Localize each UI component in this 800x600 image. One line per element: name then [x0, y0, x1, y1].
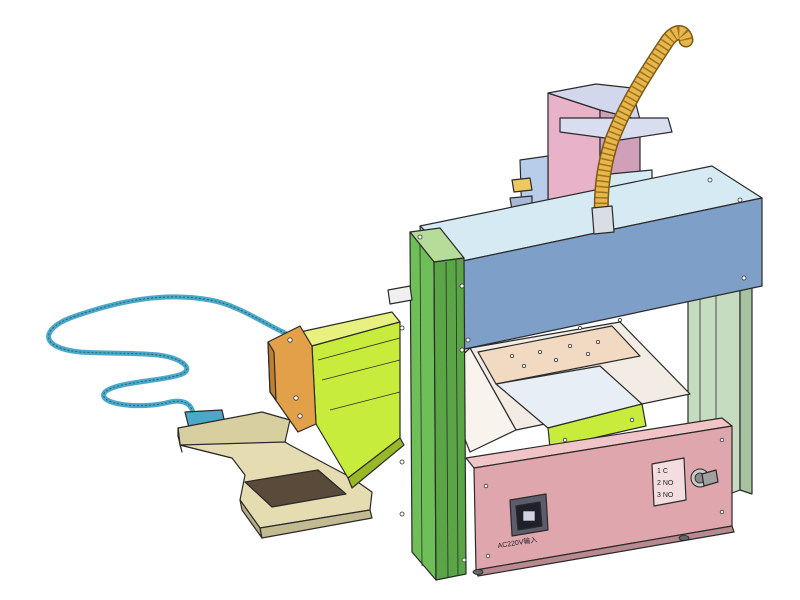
switch-label-3: 3 NO [657, 492, 674, 499]
front-control-panel [465, 417, 735, 577]
worktable [439, 321, 691, 453]
teach-pendant [177, 409, 373, 539]
switch-label-box [651, 457, 687, 507]
left-column [387, 227, 467, 581]
pendant-screen [244, 469, 347, 508]
x-axis-end-cap [267, 325, 317, 433]
power-inlet-socket [509, 493, 549, 537]
dispensing-hose [591, 25, 694, 235]
switch-label-1: 1 C [657, 468, 668, 475]
workpiece-fixture [547, 403, 647, 449]
selector-switch [690, 468, 719, 488]
switch-label-2: 2 NO [657, 480, 674, 487]
